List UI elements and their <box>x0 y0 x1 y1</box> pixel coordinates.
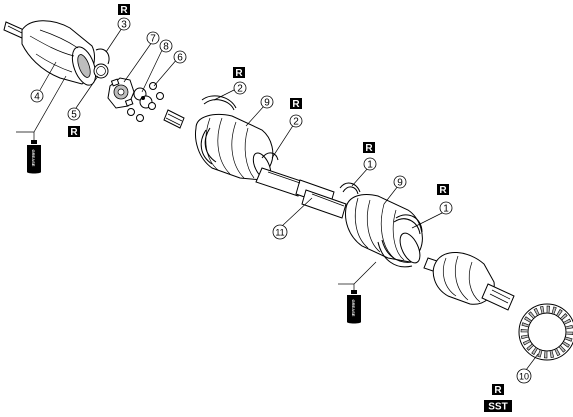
rotor-tooth <box>565 331 573 336</box>
callout-11: 11 <box>272 224 288 240</box>
rotor-tooth <box>560 313 568 321</box>
boot-band-part-1-lower <box>393 214 423 235</box>
snap-ring-part-5 <box>93 63 109 79</box>
rotor-tooth <box>554 348 561 357</box>
callout-2-lower-text: 2 <box>293 117 299 128</box>
callout-9-outboard: 9 <box>393 175 407 189</box>
callout-1-lower: 1 <box>439 201 453 215</box>
rotor-tooth <box>564 336 573 342</box>
callout-9-inboard: 9 <box>260 95 274 109</box>
rotor-tooth <box>563 318 572 325</box>
callout-1-upper-text: 1 <box>367 160 373 171</box>
callout-2-upper-text: 2 <box>237 84 243 95</box>
rotor-tooth <box>546 305 551 314</box>
boot-band-part-1-upper <box>339 182 361 195</box>
replace-tag-band-outboard-upper-text: R <box>365 143 373 154</box>
rotor-tooth <box>537 349 543 358</box>
grease-icon-inboard: GREASE <box>27 140 41 174</box>
callout-9-outboard-text: 9 <box>397 178 403 189</box>
callout-1-upper: 1 <box>363 157 377 171</box>
rotor-tooth <box>539 305 545 314</box>
callout-5-text: 5 <box>71 110 77 121</box>
replace-tag-band-outboard-upper: R <box>363 142 375 154</box>
rotor-tooth <box>543 350 548 359</box>
callout-7-text: 7 <box>150 34 156 45</box>
replace-tag-band-outboard-lower-text: R <box>439 185 447 196</box>
rotor-tooth <box>561 341 570 348</box>
replace-tag-band-shaft: R <box>290 98 302 110</box>
callout-5: 5 <box>67 107 81 121</box>
callout-10: 10 <box>516 368 532 384</box>
replace-tag-snap-ring-text: R <box>70 127 78 138</box>
grease-icon-outboard: GREASE <box>347 290 361 324</box>
callout-4-text: 4 <box>34 92 40 103</box>
rotor-tooth <box>521 322 530 328</box>
replace-tag-band-shaft-text: R <box>292 99 300 110</box>
rotor-tooth <box>549 350 555 359</box>
callout-3: 3 <box>117 17 131 31</box>
clip-part-3 <box>95 48 110 65</box>
replace-tag-abs-ring-text: R <box>494 385 502 396</box>
callout-4: 4 <box>30 89 44 103</box>
replace-tag-abs-ring: R <box>492 384 504 396</box>
rotor-tooth <box>520 334 529 340</box>
callout-9-inboard-text: 9 <box>264 98 270 109</box>
shaft-part-11 <box>301 189 347 219</box>
rotor-tooth <box>520 328 529 333</box>
boot-part-9-outboard <box>345 194 423 264</box>
callout-2-upper: 2 <box>233 81 247 95</box>
callout-6-text: 6 <box>177 53 183 64</box>
boot-part-9-inboard <box>195 114 274 181</box>
rotor-tooth <box>551 306 557 315</box>
rotor-tooth <box>526 343 534 351</box>
callout-7: 7 <box>146 31 160 45</box>
callout-8: 8 <box>159 39 173 53</box>
tripod-joint-part-7 <box>107 77 135 109</box>
callout-2-lower: 2 <box>289 114 303 128</box>
callout-3-text: 3 <box>121 20 127 31</box>
boot-band-bottom <box>377 239 413 268</box>
balls-part-6 <box>127 82 164 122</box>
boot-band-part-2-lower <box>261 152 279 161</box>
boot-band-inboard-clip <box>200 127 217 165</box>
grease-icon-outboard-text: GREASE <box>351 300 356 317</box>
replace-tag-band-inboard: R <box>233 67 245 79</box>
callout-10-text: 10 <box>519 372 529 382</box>
abs-sensor-rotor-part-10 <box>518 303 573 361</box>
replace-tag-snap-ring: R <box>68 126 80 138</box>
grease-icon-inboard-text: GREASE <box>31 150 36 167</box>
replace-tag-clip-text: R <box>120 5 128 16</box>
sst-tag-text: SST <box>488 402 507 413</box>
callout-11-text: 11 <box>275 228 284 238</box>
rotor-tooth <box>558 345 566 353</box>
replace-tag-band-outboard-lower: R <box>437 184 449 196</box>
outer-cv-joint <box>423 252 515 311</box>
rotor-tooth <box>533 307 540 316</box>
rotor-tooth <box>531 346 538 355</box>
spline-end <box>163 109 185 129</box>
inner-joint-housing <box>3 20 97 86</box>
rotor-tooth <box>524 316 533 323</box>
callout-6: 6 <box>173 50 187 64</box>
rotor-tooth <box>522 339 531 346</box>
callout-8-text: 8 <box>163 42 169 53</box>
rotor-tooth <box>528 311 536 319</box>
boot-band-part-2-upper <box>201 95 237 111</box>
callout-1-lower-text: 1 <box>443 204 449 215</box>
rotor-tooth <box>556 309 563 318</box>
replace-tag-band-inboard-text: R <box>235 68 243 79</box>
replace-tag-clip: R <box>118 4 130 16</box>
sst-tag: SST <box>484 400 512 413</box>
